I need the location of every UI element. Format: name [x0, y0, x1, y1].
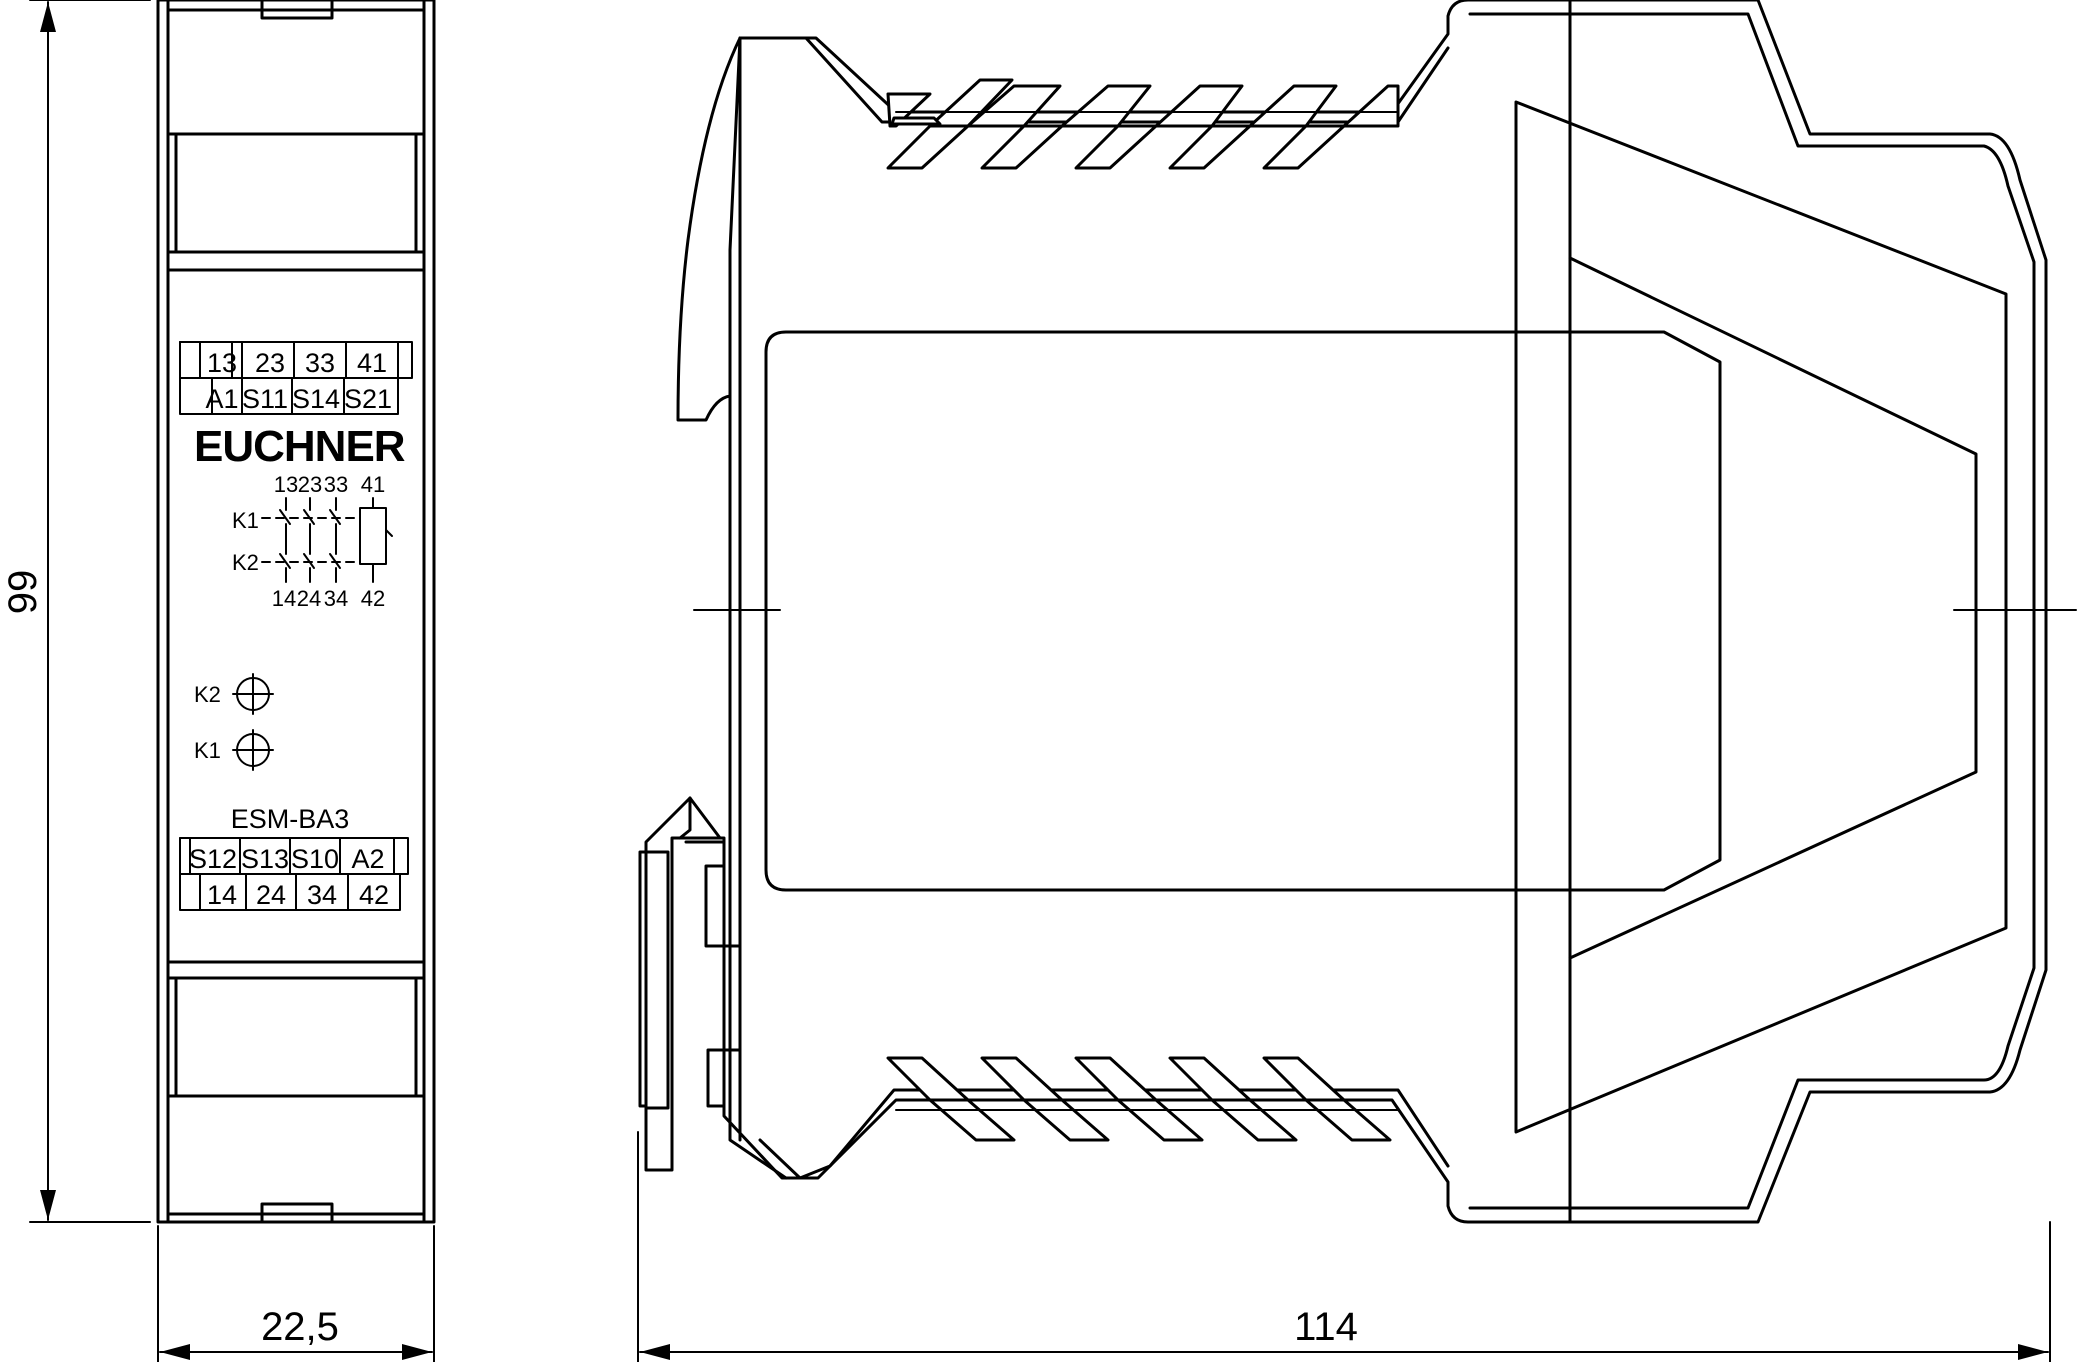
terminal-42-bottom: 42	[359, 880, 389, 910]
terminal-s14: S14	[292, 384, 340, 414]
top-ventilation	[886, 78, 1400, 170]
led-label-k1: K1	[194, 738, 221, 763]
terminal-23-top: 23	[255, 348, 285, 378]
schematic-label-k1: K1	[232, 508, 259, 533]
terminal-s13: S13	[241, 844, 289, 874]
schematic-label-34: 34	[324, 586, 348, 611]
height-dimension-label: 99	[1, 570, 45, 615]
relay-schematic: 13 23 33 41 K1 K2	[232, 472, 393, 611]
top-terminal-block: 13 23 33 41 A1 S11 S14 S21	[179, 341, 413, 415]
front-panel	[166, 268, 426, 964]
led-indicators: K2 K1	[194, 673, 274, 771]
depth-dimension-label: 114	[1294, 1305, 1358, 1349]
euchner-logo: EUCHNER	[194, 422, 405, 471]
side-housing-outline	[638, 0, 2048, 1224]
schematic-label-33: 33	[324, 472, 348, 497]
led-label-k2: K2	[194, 682, 221, 707]
terminal-a1: A1	[205, 384, 238, 414]
bottom-ventilation	[886, 1056, 1399, 1142]
terminal-33-top: 33	[305, 348, 335, 378]
dimension-height: 99	[1, 0, 151, 1223]
schematic-label-42: 42	[361, 586, 385, 611]
schematic-label-41: 41	[361, 472, 385, 497]
terminal-24-bottom: 24	[256, 880, 286, 910]
schematic-label-13: 13	[274, 472, 298, 497]
model-label: ESM-BA3	[231, 804, 350, 834]
terminal-a2: A2	[351, 844, 384, 874]
terminal-41-top: 41	[357, 348, 387, 378]
dimension-depth: 114	[637, 1131, 2051, 1362]
din-rail-clip	[644, 796, 742, 1110]
bottom-clip	[260, 1202, 334, 1224]
width-dimension-label: 22,5	[261, 1305, 339, 1349]
terminal-s11: S11	[242, 384, 288, 414]
terminal-14-bottom: 14	[207, 880, 237, 910]
terminal-s21: S21	[344, 384, 392, 414]
front-housing-outline	[156, 0, 436, 1224]
terminal-s12: S12	[189, 844, 237, 874]
schematic-label-14: 14	[272, 586, 296, 611]
schematic-label-k2: K2	[232, 550, 259, 575]
terminal-13-top: 13	[207, 348, 237, 378]
front-view: 13 23 33 41 A1 S11 S14 S21 EUCHNER 13 23…	[156, 0, 436, 1224]
terminal-34-bottom: 34	[307, 880, 337, 910]
dimension-width: 22,5	[157, 1225, 435, 1362]
terminal-s10: S10	[291, 844, 339, 874]
label-window	[764, 330, 1722, 892]
bottom-terminal-block: S12 S13 S10 A2 14 24 34 42	[179, 837, 409, 911]
front-cover-outline	[1514, 100, 2008, 1134]
schematic-label-23: 23	[298, 472, 322, 497]
schematic-label-24: 24	[297, 586, 321, 611]
side-view	[638, 0, 2077, 1224]
